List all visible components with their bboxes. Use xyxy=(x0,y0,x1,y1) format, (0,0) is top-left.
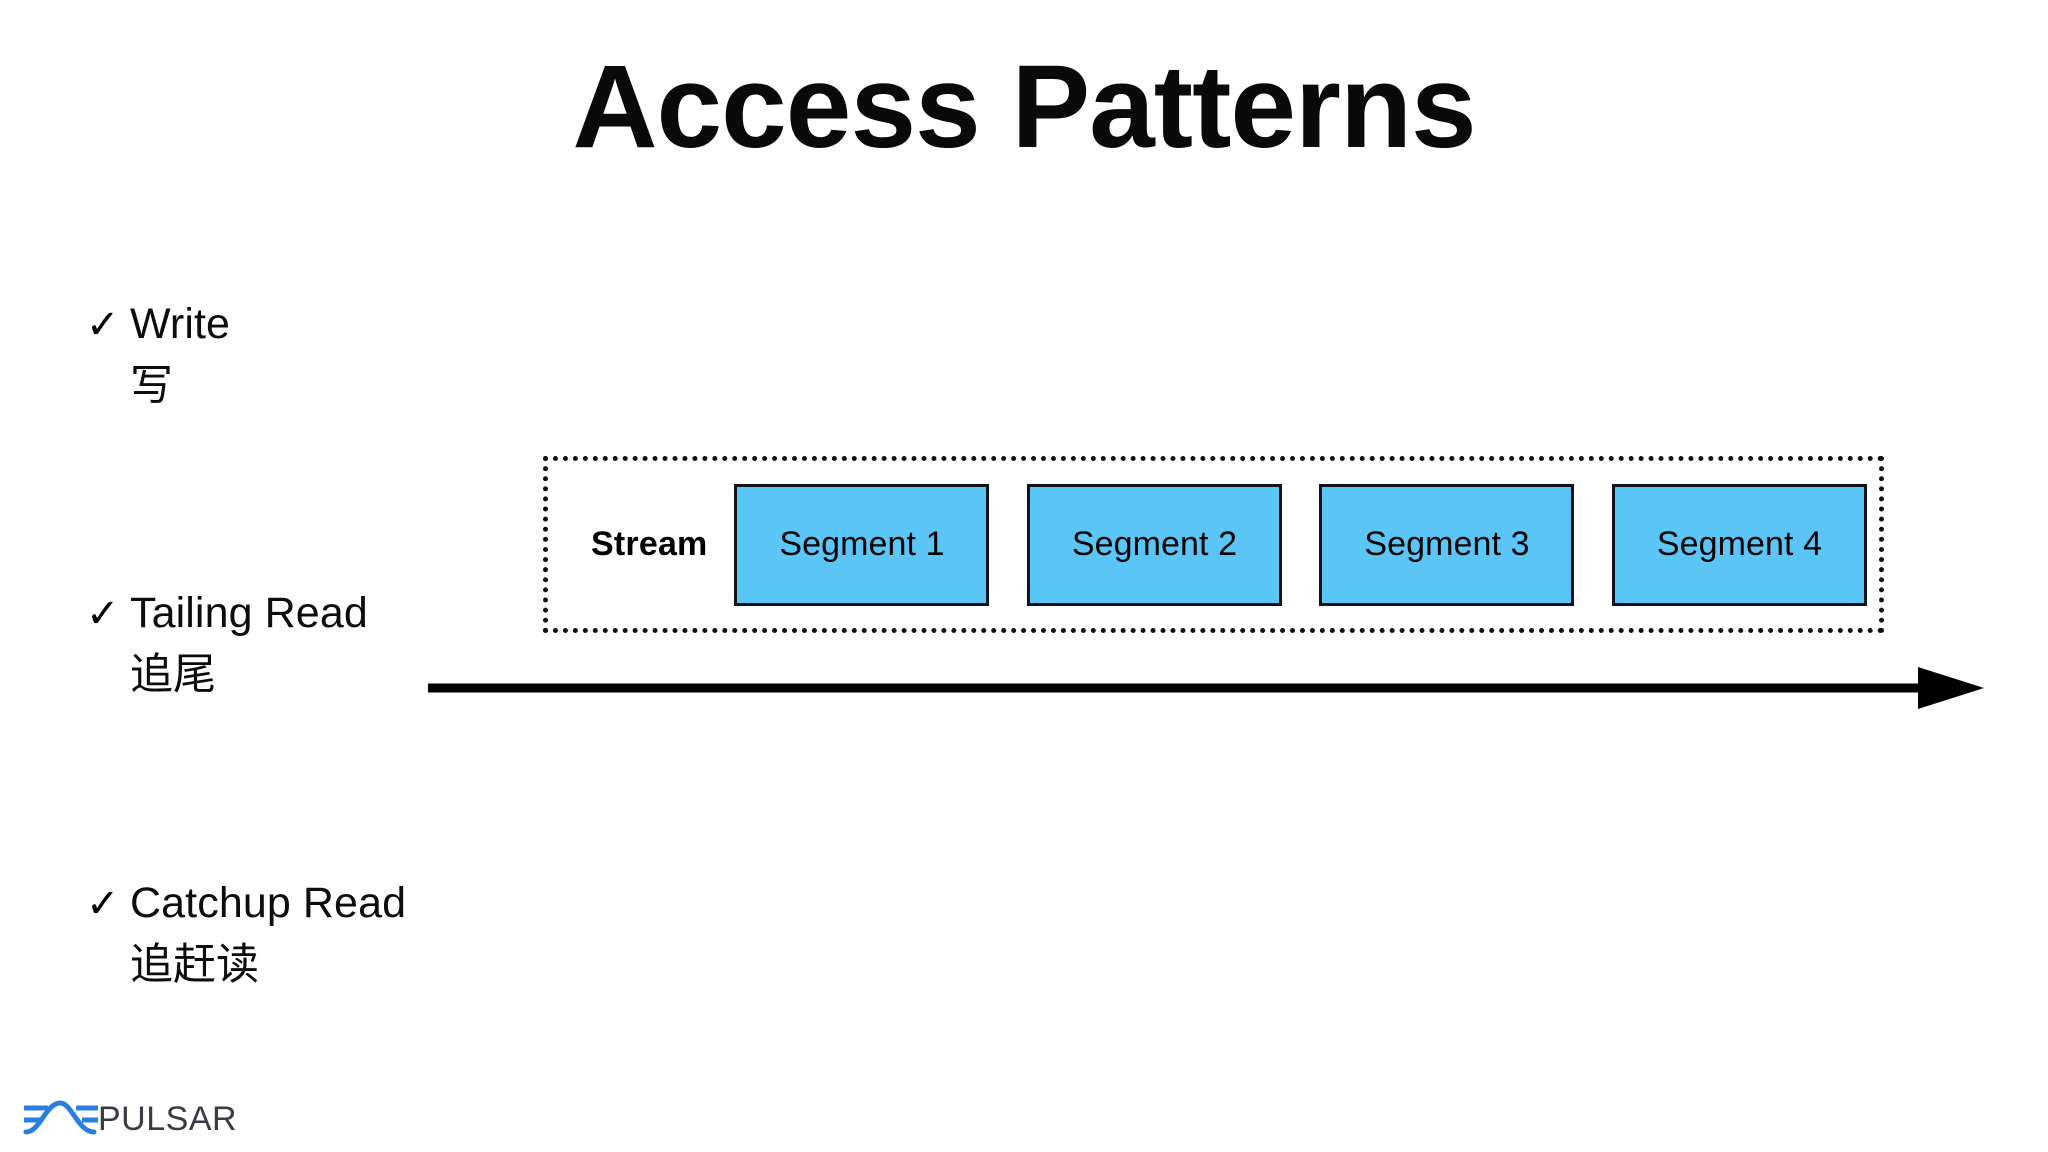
stream-container: Stream Segment 1 Segment 2 Segment 3 Seg… xyxy=(543,456,1884,633)
segment-label: Segment 2 xyxy=(1071,525,1238,563)
bullet-item-tailing-read: ✓ Tailing Read 追尾 xyxy=(86,589,368,700)
time-axis-arrow-icon xyxy=(428,667,1984,709)
bullet-translation: 追赶读 xyxy=(130,941,259,990)
pulsar-wordmark: PULSAR xyxy=(98,1100,238,1138)
segment-box: Segment 1 xyxy=(734,483,990,606)
stream-label: Stream xyxy=(591,525,708,563)
segment-box: Segment 2 xyxy=(1026,483,1282,606)
bullet-primary-line: ✓ Tailing Read xyxy=(86,589,368,637)
bullet-label: Write xyxy=(130,300,231,348)
bullet-primary-line: ✓ Write xyxy=(86,300,231,348)
bullet-translation: 写 xyxy=(130,362,173,411)
bullet-label: Tailing Read xyxy=(130,589,368,637)
segment-box: Segment 4 xyxy=(1611,483,1867,606)
segment-label: Segment 4 xyxy=(1656,525,1823,563)
check-icon: ✓ xyxy=(86,881,120,927)
check-icon: ✓ xyxy=(86,302,120,348)
check-icon: ✓ xyxy=(86,591,120,637)
bullet-item-catchup-read: ✓ Catchup Read 追赶读 xyxy=(86,879,407,990)
bullet-primary-line: ✓ Catchup Read xyxy=(86,879,407,927)
segments-row: Segment 1 Segment 2 Segment 3 Segment 4 xyxy=(734,483,1879,606)
bullet-item-write: ✓ Write 写 xyxy=(86,300,231,411)
bullet-label: Catchup Read xyxy=(130,879,407,927)
bullet-translation: 追尾 xyxy=(130,651,216,700)
segment-box: Segment 3 xyxy=(1319,483,1575,606)
pulsar-wave-mark-icon xyxy=(23,1100,98,1135)
segment-label: Segment 3 xyxy=(1364,525,1530,563)
segment-label: Segment 1 xyxy=(779,525,945,563)
pulsar-logo: PULSAR xyxy=(22,1095,237,1143)
page-title: Access Patterns xyxy=(572,41,1476,173)
